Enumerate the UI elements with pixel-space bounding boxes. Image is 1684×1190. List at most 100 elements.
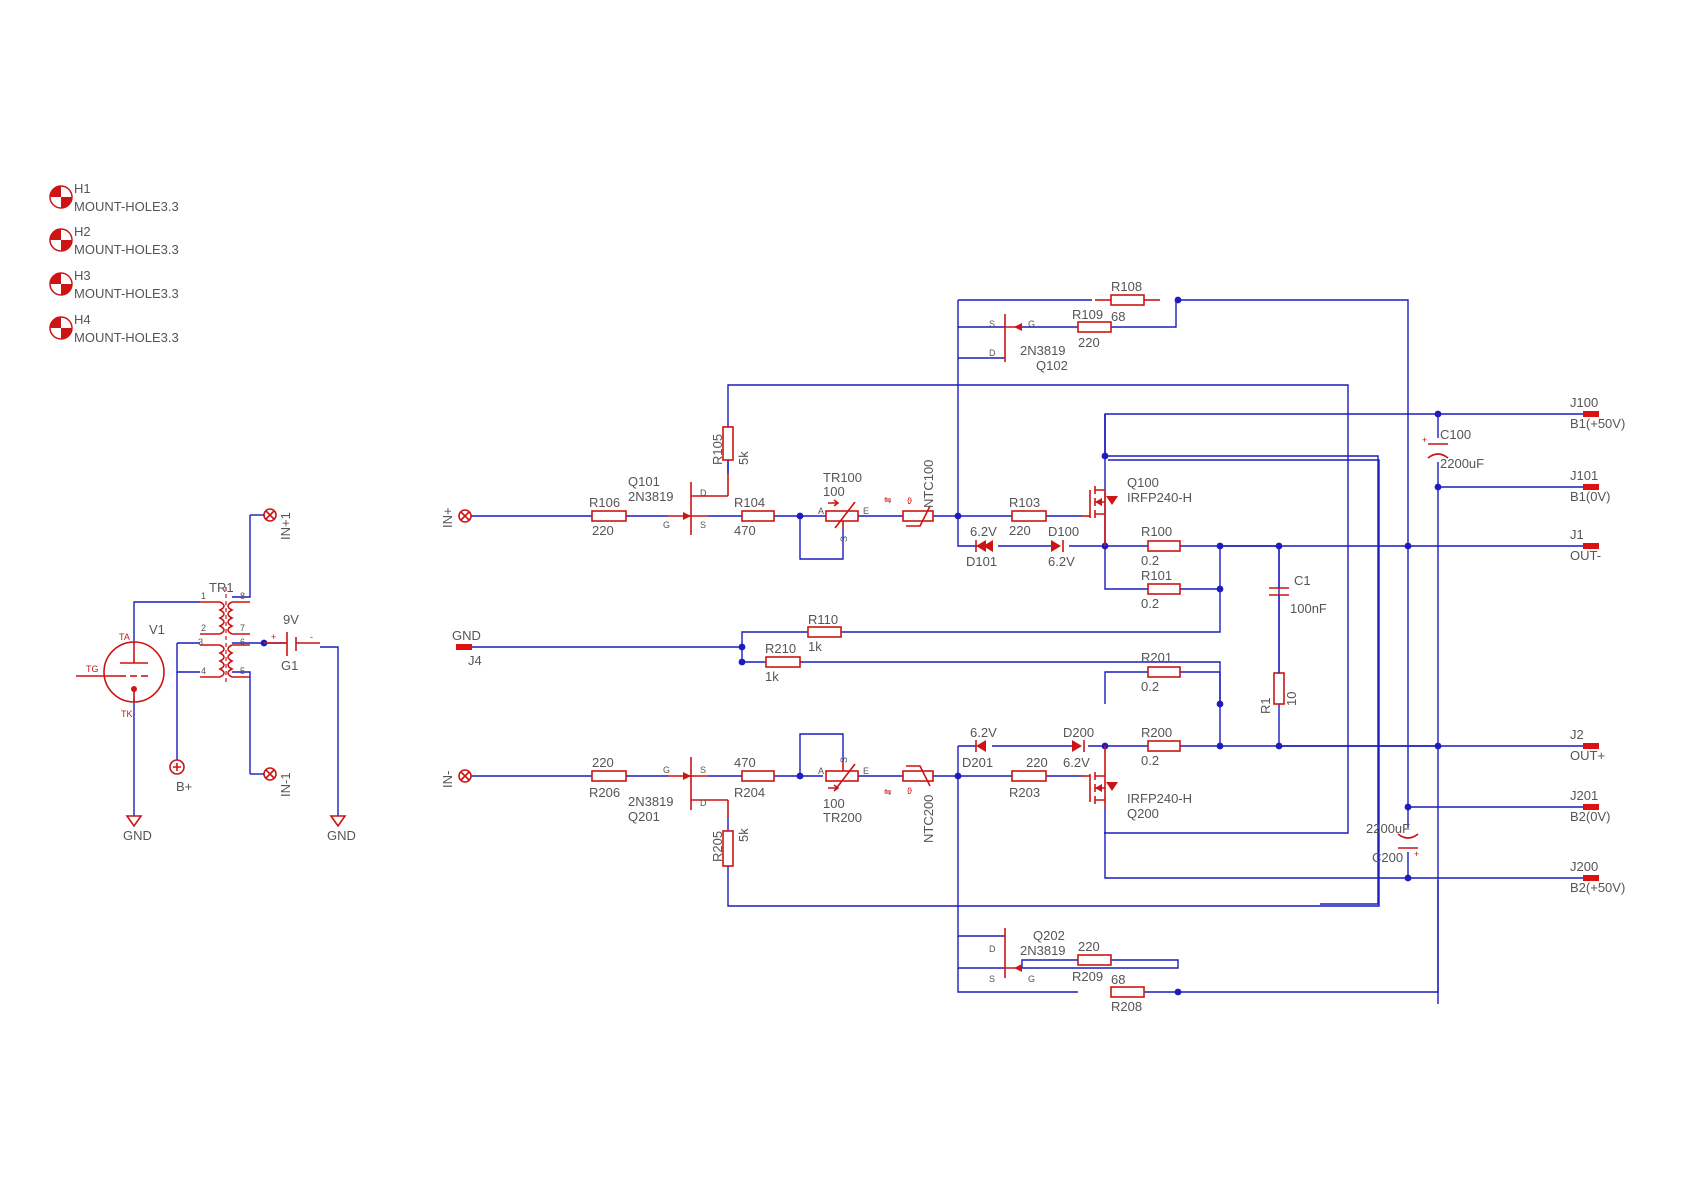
thermistor-ntc100: ⇋ ϑ NTC100 <box>884 460 936 527</box>
connector-j200: J200 B2(+50V) <box>1570 859 1625 895</box>
jfet-pin-d: D <box>700 488 707 498</box>
jfet-q101: D G S Q101 2N3819 <box>628 474 729 535</box>
battery-minus-mark: - <box>310 632 313 642</box>
tr1-pin-6: 6 <box>240 637 245 647</box>
resistor-ref: R206 <box>589 785 620 800</box>
capacitor-c200: + 2200uF C200 <box>1366 821 1419 865</box>
port-b-plus: B+ <box>169 759 192 794</box>
mount-hole-h4: H4 MOUNT-HOLE3.3 <box>49 312 179 345</box>
tr1-pin-4: 4 <box>201 666 206 676</box>
connector-ref: J1 <box>1570 527 1584 542</box>
resistor-ref: R105 <box>710 434 725 465</box>
resistor-value: 1k <box>808 639 822 654</box>
connector-value: OUT+ <box>1570 748 1605 763</box>
jfet-pin-g: G <box>663 520 670 530</box>
ground-right: GND <box>327 815 356 843</box>
ground-label: GND <box>123 828 152 843</box>
mosfets: Q100 IRFP240-H IRFP240-H Q200 <box>1082 475 1192 821</box>
tr1-pin-2: 2 <box>201 623 206 633</box>
resistor-ref: R100 <box>1141 524 1172 539</box>
resistor-r100: R100 0.2 <box>1141 524 1181 568</box>
diode-value: 6.2V <box>1048 554 1075 569</box>
resistor-value: 0.2 <box>1141 596 1159 611</box>
connector-in-plus: IN+ <box>440 507 472 528</box>
jfet-pin-g: G <box>1028 319 1035 329</box>
capacitor-value: 2200uF <box>1366 821 1410 836</box>
mosfet-q200: IRFP240-H Q200 <box>1082 746 1192 821</box>
resistor-value: 470 <box>734 523 756 538</box>
resistor-ref: R1 <box>1258 697 1273 714</box>
resistor-r200: R200 0.2 <box>1141 725 1181 768</box>
ground-left: GND <box>123 815 152 843</box>
jfet-pin-s: S <box>700 520 706 530</box>
resistor-ref: R204 <box>734 785 765 800</box>
mount-holes: H1 MOUNT-HOLE3.3 H2 MOUNT-HOLE3.3 H3 MOU… <box>49 181 179 345</box>
mount-hole-ref: H2 <box>74 224 91 239</box>
jfet-ref: Q202 <box>1033 928 1065 943</box>
resistor-r108: R108 68 <box>1095 279 1160 324</box>
resistor-ref: R110 <box>808 612 838 627</box>
battery-plus-mark: + <box>271 632 276 642</box>
mount-hole-value: MOUNT-HOLE3.3 <box>74 286 179 301</box>
wires <box>133 299 1583 1004</box>
resistor-value: 220 <box>1078 939 1100 954</box>
capacitors: + C100 2200uF + 2200uF C200 C1 100nF <box>1269 427 1484 865</box>
diode-ref: D100 <box>1048 524 1079 539</box>
diode-ref: D201 <box>962 755 993 770</box>
capacitor-c100: + C100 2200uF <box>1422 427 1484 471</box>
connector-label: IN- <box>440 771 455 788</box>
tube-ref: V1 <box>149 622 165 637</box>
tube-pin-ta: TA <box>119 632 130 642</box>
jfets: S G D 2N3819 Q102 D G S Q101 2N3819 <box>628 314 1068 984</box>
jfet-pin-s: S <box>700 765 706 775</box>
mount-hole-ref: H4 <box>74 312 91 327</box>
tr1-ref: TR1 <box>209 580 234 595</box>
resistor-r110: R110 1k <box>807 612 842 654</box>
resistor-r109: R109 220 <box>1072 307 1112 350</box>
jfet-ref: Q101 <box>628 474 660 489</box>
connector-ref: J4 <box>468 653 482 668</box>
resistor-ref: R108 <box>1111 279 1142 294</box>
connector-j4: GND J4 <box>452 628 482 668</box>
trimmer-value: 100 <box>823 484 845 499</box>
trimmer-pin-e: E <box>863 506 869 516</box>
trimmer-value: 100 <box>823 796 845 811</box>
jfet-pin-d: D <box>989 944 996 954</box>
resistor-r105: R105 5k <box>710 426 751 465</box>
jfet-ref: Q201 <box>628 809 660 824</box>
thermistor-temp-icon: ϑ <box>907 786 912 796</box>
connector-ref: J200 <box>1570 859 1598 874</box>
trimmer-pin-e: E <box>863 766 869 776</box>
resistor-r204: R204 470 <box>734 755 775 800</box>
jfet-value: 2N3819 <box>628 489 674 504</box>
thermistor-temp-icon: ϑ <box>907 496 912 506</box>
transformer-tr1: 1 2 3 4 5 6 7 8 TR1 <box>198 580 250 685</box>
resistor-r203: R203 220 <box>1009 755 1048 800</box>
jfet-pin-s: S <box>989 319 995 329</box>
connector-j201: J201 B2(0V) <box>1570 788 1610 824</box>
thermistor-theta: ⇋ <box>884 495 892 505</box>
connector-ref: J2 <box>1570 727 1584 742</box>
resistor-r106: R106 220 <box>589 495 627 538</box>
output-connectors: J100 B1(+50V) J101 B1(0V) J1 OUT- J2 OUT… <box>1570 395 1625 895</box>
resistor-value: 5k <box>736 451 751 465</box>
resistor-r103: R103 220 <box>1009 495 1047 538</box>
jfet-value: 2N3819 <box>628 794 674 809</box>
mount-hole-h3: H3 MOUNT-HOLE3.3 <box>49 268 179 301</box>
mosfet-value: IRFP240-H <box>1127 490 1192 505</box>
tube-pin-tk: TK <box>121 709 133 719</box>
resistor-value: 220 <box>1026 755 1048 770</box>
battery-g1: + - 9V G1 <box>264 612 320 673</box>
tr1-pin-1: 1 <box>201 591 206 601</box>
capacitor-plus-mark: + <box>1414 849 1419 859</box>
mosfet-value: IRFP240-H <box>1127 791 1192 806</box>
resistor-value: 0.2 <box>1141 753 1159 768</box>
diode-value: 6.2V <box>970 725 997 740</box>
resistor-ref: R201 <box>1141 650 1172 665</box>
tube-pin-tg: TG <box>86 664 99 674</box>
trimmers: A E S TR100 100 A E S 100 TR200 <box>818 470 869 825</box>
resistor-ref: R101 <box>1141 568 1172 583</box>
jfet-pin-g: G <box>663 765 670 775</box>
jfet-pin-d: D <box>700 798 707 808</box>
port-label: IN+1 <box>278 512 293 540</box>
